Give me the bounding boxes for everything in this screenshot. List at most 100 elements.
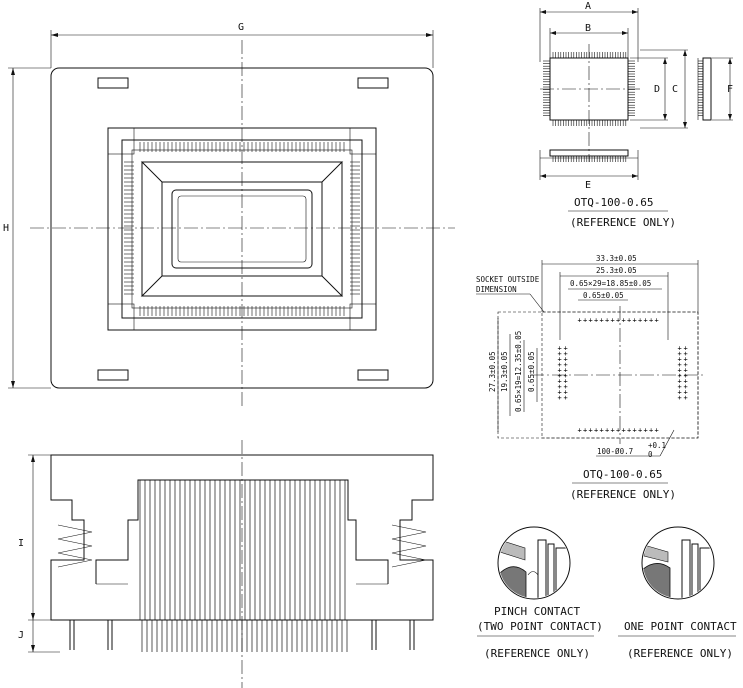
svg-text:+: +	[564, 356, 568, 364]
svg-text:+: +	[564, 361, 568, 369]
svg-text:+: +	[564, 372, 568, 380]
svg-text:+: +	[678, 356, 682, 364]
package-note: (REFERENCE ONLY)	[570, 216, 676, 229]
svg-text:+: +	[564, 383, 568, 391]
svg-text:+: +	[627, 317, 631, 325]
contact-pins-side	[139, 480, 348, 652]
socket-outside-label-2: DIMENSION	[476, 285, 517, 294]
dim-pitch: 0.65±0.05	[583, 291, 624, 300]
package-leads	[543, 52, 703, 162]
svg-text:+: +	[611, 317, 615, 325]
svg-text:+: +	[627, 427, 631, 435]
svg-text:+: +	[678, 378, 682, 386]
svg-text:+: +	[644, 427, 648, 435]
dim-label-d: D	[654, 84, 660, 95]
svg-text:+: +	[678, 372, 682, 380]
dim-label-c: C	[672, 84, 678, 95]
svg-text:+: +	[589, 427, 593, 435]
svg-text:+: +	[684, 389, 688, 397]
dim-inner-y: 19.3±0.05	[500, 351, 509, 392]
svg-text:+: +	[589, 317, 593, 325]
svg-text:+: +	[558, 345, 562, 353]
svg-text:+: +	[583, 317, 587, 325]
svg-text:+: +	[558, 361, 562, 369]
svg-text:+: +	[558, 350, 562, 358]
dim-label-i: I	[18, 538, 24, 549]
dim-label-f: F	[727, 84, 733, 95]
svg-text:+: +	[684, 394, 688, 402]
svg-text:+: +	[558, 394, 562, 402]
svg-text:+: +	[594, 317, 598, 325]
svg-text:+: +	[611, 427, 615, 435]
svg-text:+: +	[594, 427, 598, 435]
dim-overall-x: 33.3±0.05	[596, 254, 637, 263]
package-view: A B D C F	[539, 1, 733, 229]
svg-text:+: +	[558, 372, 562, 380]
svg-text:+: +	[558, 367, 562, 375]
svg-text:+: +	[684, 361, 688, 369]
svg-text:+: +	[638, 317, 642, 325]
dim-label-e: E	[585, 180, 591, 191]
svg-text:+: +	[564, 345, 568, 353]
svg-text:+: +	[655, 427, 659, 435]
socket-side-view: I J	[18, 440, 434, 688]
dim-pitch-x: 0.65×29=18.85±0.05	[570, 279, 651, 288]
svg-text:+: +	[616, 317, 620, 325]
svg-text:+: +	[558, 356, 562, 364]
svg-text:+: +	[564, 378, 568, 386]
svg-text:+: +	[583, 427, 587, 435]
svg-text:+: +	[605, 317, 609, 325]
pinch-contact-detail: PINCH CONTACT (TWO POINT CONTACT) (REFER…	[477, 526, 603, 660]
svg-text:+: +	[649, 317, 653, 325]
svg-text:+: +	[678, 383, 682, 391]
svg-text:+: +	[600, 317, 604, 325]
footprint-note: (REFERENCE ONLY)	[570, 488, 676, 501]
svg-text:+: +	[622, 427, 626, 435]
hole-tol-plus: +0.1	[648, 441, 666, 450]
dim-label-g: G	[238, 22, 244, 33]
dim-pitch-y: 0.65×19=12.35±0.05	[514, 331, 523, 412]
svg-text:+: +	[684, 367, 688, 375]
socket-top-view: G H	[3, 22, 455, 408]
svg-text:+: +	[622, 317, 626, 325]
dim-inner-x: 25.3±0.05	[596, 266, 637, 275]
svg-text:+: +	[684, 345, 688, 353]
socket-outside-label-1: SOCKET OUTSIDE	[476, 275, 540, 284]
svg-text:+: +	[678, 394, 682, 402]
pinch-contact-label: PINCH CONTACT	[494, 605, 580, 618]
dim-label-h: H	[3, 223, 9, 234]
svg-text:+: +	[558, 383, 562, 391]
svg-text:+: +	[638, 427, 642, 435]
svg-text:+: +	[684, 378, 688, 386]
svg-text:+: +	[605, 427, 609, 435]
svg-text:+: +	[564, 367, 568, 375]
svg-text:+: +	[564, 350, 568, 358]
svg-text:+: +	[649, 427, 653, 435]
package-title: OTQ-100-0.65	[574, 196, 653, 209]
svg-text:+: +	[633, 427, 637, 435]
dim-label-b: B	[585, 23, 591, 34]
footprint-holes: ++++++++++++++++++++++++++++++++++++++++…	[558, 317, 688, 435]
one-point-contact-note: (REFERENCE ONLY)	[627, 647, 733, 660]
dim-label-j: J	[18, 630, 24, 641]
svg-text:+: +	[578, 427, 582, 435]
hole-callout: 100-Ø0.7	[597, 447, 633, 456]
svg-text:+: +	[678, 361, 682, 369]
pinch-contact-sublabel: (TWO POINT CONTACT)	[477, 620, 603, 633]
contact-pins-top	[124, 142, 360, 316]
svg-text:+: +	[558, 389, 562, 397]
svg-text:+: +	[564, 394, 568, 402]
svg-text:+: +	[578, 317, 582, 325]
hole-tol-minus: 0	[648, 450, 653, 459]
dim-overall-y: 27.3±0.05	[488, 351, 497, 392]
svg-text:+: +	[564, 389, 568, 397]
pinch-contact-note: (REFERENCE ONLY)	[484, 647, 590, 660]
footprint-view: 33.3±0.05 25.3±0.05 0.65×29=18.85±0.05 0…	[476, 254, 706, 501]
svg-text:+: +	[678, 350, 682, 358]
one-point-contact-detail: ONE POINT CONTACT (REFERENCE ONLY)	[618, 526, 737, 660]
svg-text:+: +	[644, 317, 648, 325]
dim-pitch-y2: 0.65±0.05	[527, 351, 536, 392]
svg-text:+: +	[684, 383, 688, 391]
svg-text:+: +	[678, 389, 682, 397]
